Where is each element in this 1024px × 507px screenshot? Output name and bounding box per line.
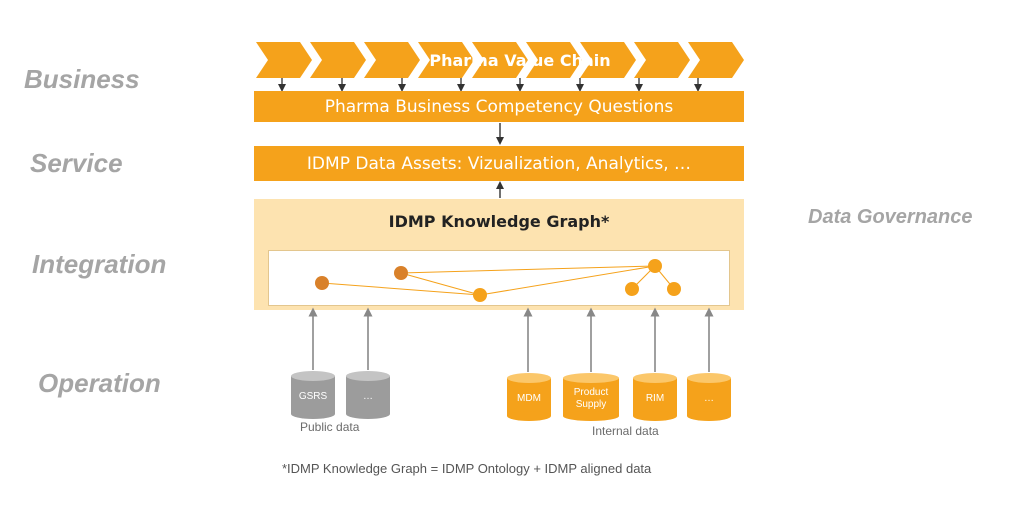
chevron-6	[526, 42, 582, 78]
kg-node	[648, 259, 662, 273]
layer-label-integration: Integration	[32, 249, 167, 279]
competency-questions-bar: Pharma Business Competency Questions	[254, 91, 744, 122]
database-gsrs-icon	[291, 371, 335, 419]
kg-node	[473, 288, 487, 302]
db-label-public-other: …	[363, 391, 373, 402]
chevron-5	[472, 42, 528, 78]
database-mdm-icon	[507, 373, 551, 421]
chevron-9	[688, 42, 744, 78]
kg-node	[667, 282, 681, 296]
value-chain-chevrons	[256, 42, 744, 78]
value-chain-title: Pharma Value Chain	[429, 50, 611, 70]
kg-nodes	[315, 259, 681, 302]
layer-label-business: Business	[24, 64, 140, 94]
kg-node	[625, 282, 639, 296]
internal-data-caption: Internal data	[592, 424, 659, 438]
db-label-gsrs: GSRS	[298, 391, 328, 402]
db-label-mdm: MDM	[517, 393, 541, 404]
knowledge-graph-title: IDMP Knowledge Graph*	[388, 212, 610, 231]
kg-node	[394, 266, 408, 280]
db-label-rim: RIM	[645, 393, 665, 404]
chevron-3	[364, 42, 420, 78]
db-label-internal-other: …	[704, 393, 714, 404]
layer-label-service: Service	[30, 148, 123, 178]
chevron-4	[418, 42, 474, 78]
footnote: *IDMP Knowledge Graph = IDMP Ontology + …	[282, 461, 652, 476]
kg-edges	[321, 265, 675, 296]
layer-label-operation: Operation	[38, 368, 161, 398]
database-rim-icon	[633, 373, 677, 421]
db-label-product-supply: Product Supply	[573, 387, 609, 410]
database-public-other-icon	[346, 371, 390, 419]
database-internal-other-icon	[687, 373, 731, 421]
chevron-8	[634, 42, 690, 78]
data-governance-label: Data Governance	[808, 206, 973, 228]
data-assets-bar: IDMP Data Assets: Vizualization, Analyti…	[254, 146, 744, 181]
database-product-supply-icon	[563, 373, 619, 421]
chevron-2	[310, 42, 366, 78]
chevron-1	[256, 42, 312, 78]
public-data-caption: Public data	[300, 420, 360, 434]
chevron-arrows	[278, 78, 702, 92]
source-arrows	[308, 307, 714, 372]
kg-node	[315, 276, 329, 290]
chevron-7	[580, 42, 636, 78]
